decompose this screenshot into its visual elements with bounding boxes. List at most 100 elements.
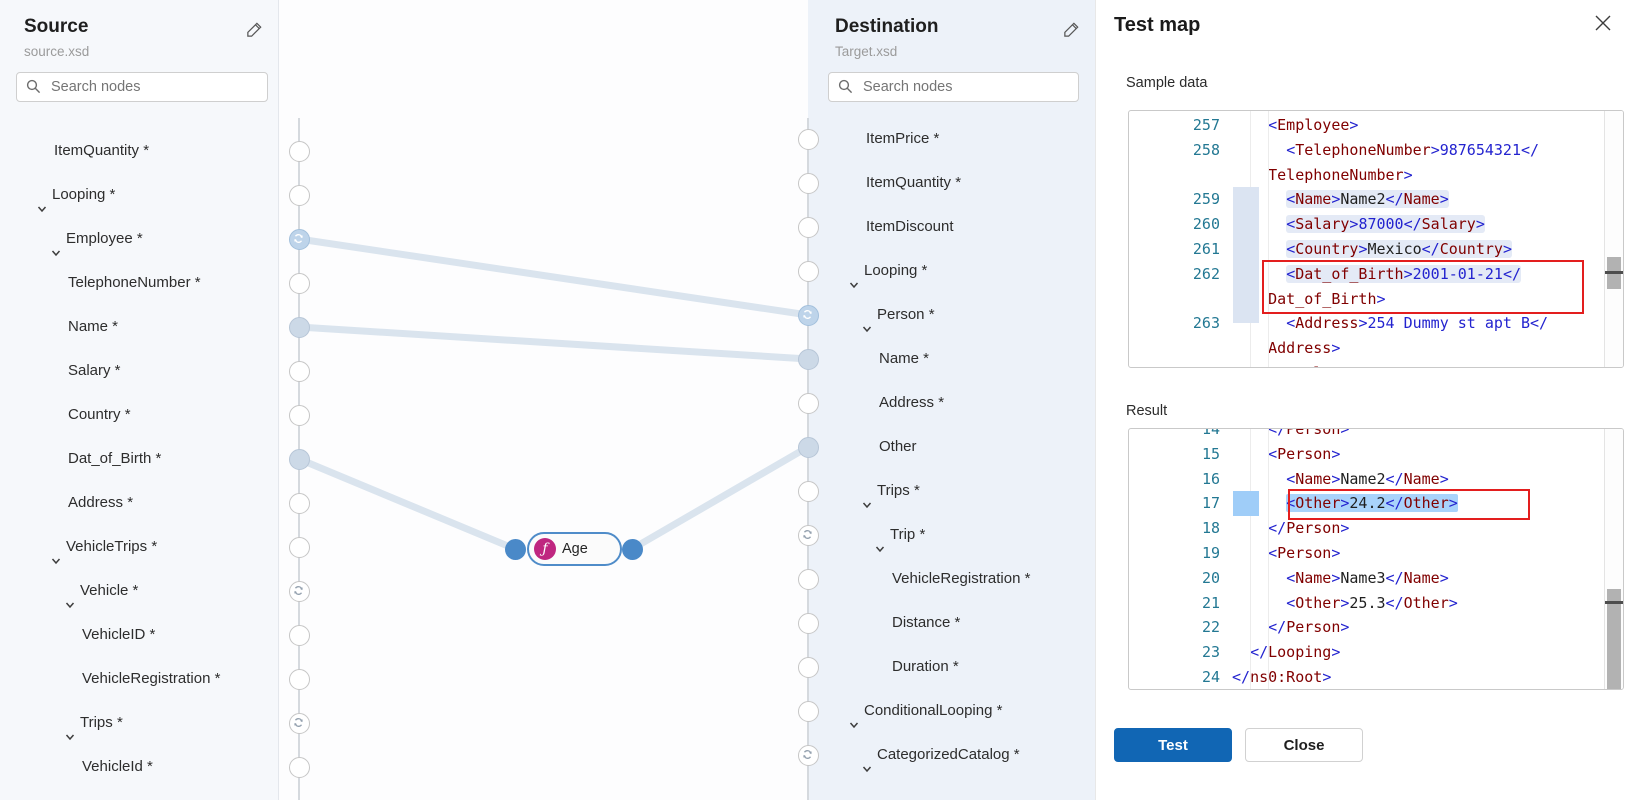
- source-tree-item-vehicleid[interactable]: VehicleId *: [0, 745, 278, 789]
- source-handle-name[interactable]: [288, 316, 310, 338]
- source-handle-vehicletrips[interactable]: [288, 536, 310, 558]
- destination-tree-item-trip[interactable]: Trip *: [808, 513, 1095, 557]
- source-tree-item-salary[interactable]: Salary *: [0, 349, 278, 393]
- destination-handle-conditionallooping[interactable]: [797, 700, 819, 722]
- scrollbar-thumb[interactable]: [1607, 589, 1621, 689]
- chevron-down-icon[interactable]: [36, 189, 48, 213]
- destination-tree-item-conditionallooping[interactable]: ConditionalLooping *: [808, 689, 1095, 733]
- destination-search-input[interactable]: [861, 73, 1078, 101]
- sample-data-editor[interactable]: 257 <Employee>258 <TelephoneNumber>98765…: [1128, 110, 1624, 368]
- result-editor-scrollbar[interactable]: [1604, 429, 1623, 689]
- source-handle-itemquantity[interactable]: [288, 140, 310, 162]
- mapping-edge[interactable]: [295, 235, 812, 319]
- tree-item-label: Looping *: [52, 186, 116, 204]
- source-tree-item-telephonenumber[interactable]: TelephoneNumber *: [0, 261, 278, 305]
- chevron-down-icon[interactable]: [861, 309, 873, 333]
- source-handle-address[interactable]: [288, 492, 310, 514]
- mapping-edge[interactable]: [295, 323, 812, 363]
- mapping-edge[interactable]: [628, 443, 812, 553]
- source-handle-vehicleid[interactable]: [288, 756, 310, 778]
- edit-source-pencil-icon[interactable]: [245, 20, 264, 39]
- destination-tree-item-duration[interactable]: Duration *: [808, 645, 1095, 689]
- source-handle-telephonenumber[interactable]: [288, 272, 310, 294]
- function-node-age[interactable]: ƒ Age: [527, 532, 622, 566]
- destination-tree-item-name[interactable]: Name *: [808, 337, 1095, 381]
- sample-editor-scrollbar[interactable]: [1604, 111, 1623, 367]
- source-tree-item-country[interactable]: Country *: [0, 393, 278, 437]
- chevron-down-icon[interactable]: [64, 585, 76, 609]
- destination-tree-item-person[interactable]: Person *: [808, 293, 1095, 337]
- destination-tree-item-other[interactable]: Other: [808, 425, 1095, 469]
- source-tree-item-trips[interactable]: Trips *: [0, 701, 278, 745]
- destination-handle-duration[interactable]: [797, 656, 819, 678]
- source-handle-salary[interactable]: [288, 360, 310, 382]
- source-tree-item-vehicleregistration[interactable]: VehicleRegistration *: [0, 657, 278, 701]
- source-tree-item-vehicleid[interactable]: VehicleID *: [0, 613, 278, 657]
- destination-handle-address[interactable]: [797, 392, 819, 414]
- chevron-down-icon[interactable]: [861, 485, 873, 509]
- source-tree-item-itemquantity[interactable]: ItemQuantity *: [0, 129, 278, 173]
- sample-red-highlight-box: [1262, 260, 1584, 314]
- destination-handle-distance[interactable]: [797, 612, 819, 634]
- destination-tree-item-itemprice[interactable]: ItemPrice *: [808, 117, 1095, 161]
- destination-handle-itemprice[interactable]: [797, 128, 819, 150]
- source-handle-country[interactable]: [288, 404, 310, 426]
- destination-tree-item-address[interactable]: Address *: [808, 381, 1095, 425]
- destination-handle-looping[interactable]: [797, 260, 819, 282]
- chevron-down-icon[interactable]: [848, 265, 860, 289]
- chevron-down-icon[interactable]: [848, 705, 860, 729]
- chevron-down-icon[interactable]: [50, 541, 62, 565]
- destination-handle-trips[interactable]: [797, 480, 819, 502]
- loop-icon-source-handle-employee[interactable]: [288, 228, 310, 250]
- destination-tree-item-trips[interactable]: Trips *: [808, 469, 1095, 513]
- code-line: 258 <TelephoneNumber>987654321</: [1129, 138, 1623, 163]
- source-search-box[interactable]: [16, 72, 268, 102]
- source-tree-item-vehicle[interactable]: Vehicle *: [0, 569, 278, 613]
- chevron-down-icon[interactable]: [64, 717, 76, 741]
- source-handle-vehicleregistration[interactable]: [288, 668, 310, 690]
- source-tree-item-name[interactable]: Name *: [0, 305, 278, 349]
- mapping-edge[interactable]: [295, 455, 519, 553]
- source-tree-item-employee[interactable]: Employee *: [0, 217, 278, 261]
- source-tree-item-datofbirth[interactable]: Dat_of_Birth *: [0, 437, 278, 481]
- code-line: 14 </Person>: [1129, 429, 1623, 442]
- destination-handle-name[interactable]: [797, 348, 819, 370]
- source-tree-item-address[interactable]: Address *: [0, 481, 278, 525]
- source-search-input[interactable]: [49, 73, 267, 101]
- loop-icon-source-handle-trips[interactable]: [288, 712, 310, 734]
- destination-handle-vehicleregistration[interactable]: [797, 568, 819, 590]
- tree-item-label: CategorizedCatalog *: [877, 746, 1020, 764]
- loop-icon-destination-handle-categorizedcatalog[interactable]: [797, 744, 819, 766]
- edit-destination-pencil-icon[interactable]: [1062, 20, 1081, 39]
- destination-handle-other[interactable]: [797, 436, 819, 458]
- source-tree-item-vehicletrips[interactable]: VehicleTrips *: [0, 525, 278, 569]
- result-editor[interactable]: 14 </Person>15 <Person>16 <Name>Name2</N…: [1128, 428, 1624, 690]
- destination-tree-item-looping[interactable]: Looping *: [808, 249, 1095, 293]
- destination-tree-item-categorizedcatalog[interactable]: CategorizedCatalog *: [808, 733, 1095, 777]
- chevron-down-icon[interactable]: [874, 529, 886, 553]
- destination-tree-item-itemquantity[interactable]: ItemQuantity *: [808, 161, 1095, 205]
- chevron-down-icon[interactable]: [861, 749, 873, 773]
- code-line: 262 <Dat_of_Birth>2001-01-21</: [1129, 262, 1623, 287]
- destination-tree-item-distance[interactable]: Distance *: [808, 601, 1095, 645]
- source-handle-vehicleid[interactable]: [288, 624, 310, 646]
- loop-icon-destination-handle-trip[interactable]: [797, 524, 819, 546]
- close-icon[interactable]: [1594, 14, 1612, 32]
- destination-handle-itemdiscount[interactable]: [797, 216, 819, 238]
- source-tree-item-looping[interactable]: Looping *: [0, 173, 278, 217]
- function-output-port[interactable]: [622, 539, 643, 560]
- source-handle-datofbirth[interactable]: [288, 448, 310, 470]
- chevron-down-icon[interactable]: [50, 233, 62, 257]
- source-title: Source: [24, 16, 89, 37]
- source-handle-looping[interactable]: [288, 184, 310, 206]
- destination-tree-item-vehicleregistration[interactable]: VehicleRegistration *: [808, 557, 1095, 601]
- destination-search-box[interactable]: [828, 72, 1079, 102]
- test-button[interactable]: Test: [1114, 728, 1232, 762]
- loop-icon-source-handle-vehicle[interactable]: [288, 580, 310, 602]
- loop-icon-destination-handle-person[interactable]: [797, 304, 819, 326]
- line-number: 258: [1192, 140, 1220, 159]
- destination-tree-item-itemdiscount[interactable]: ItemDiscount: [808, 205, 1095, 249]
- function-input-port[interactable]: [505, 539, 526, 560]
- destination-handle-itemquantity[interactable]: [797, 172, 819, 194]
- close-button[interactable]: Close: [1245, 728, 1363, 762]
